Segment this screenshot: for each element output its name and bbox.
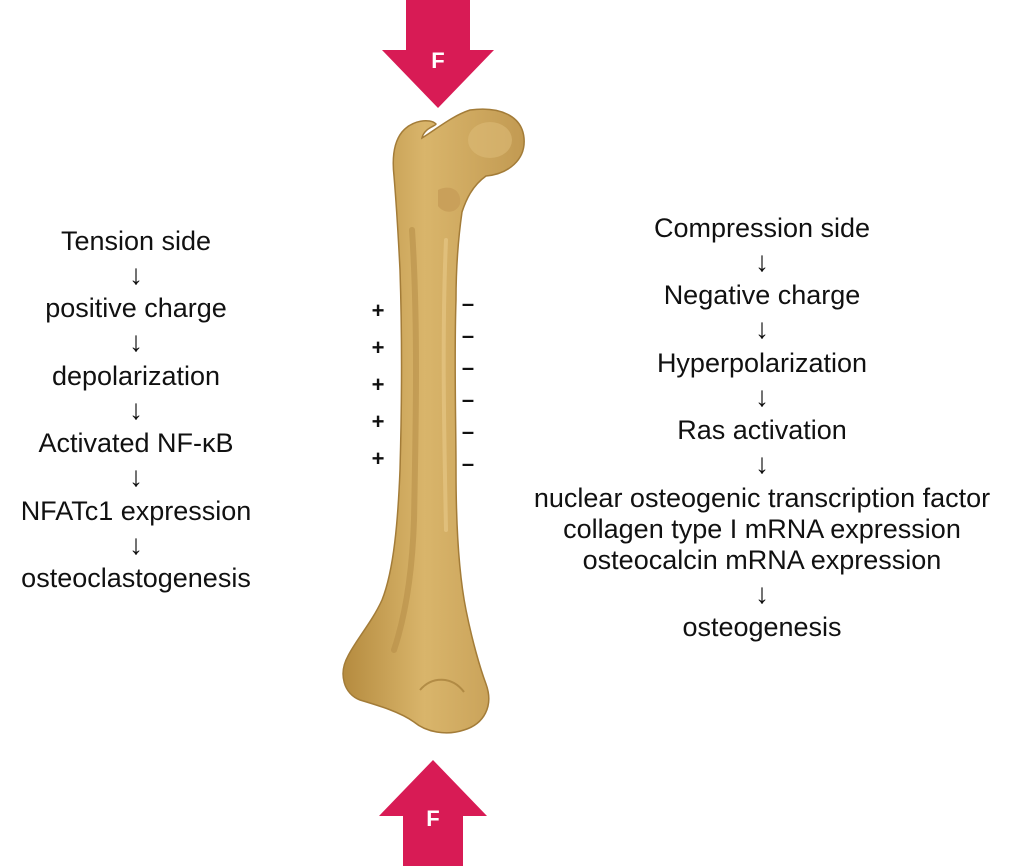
femur-bone	[342, 108, 525, 734]
chain-arrow: ↓	[755, 448, 769, 480]
chain-arrow: ↓	[129, 528, 143, 560]
compression-step: Ras activation	[677, 415, 847, 446]
plus-charge: +	[371, 372, 385, 397]
compression-step: osteogenesis	[682, 612, 842, 643]
compression-step: collagen type I mRNA expression	[563, 513, 961, 544]
compression-step: Hyperpolarization	[656, 347, 868, 378]
tension-step: depolarization	[51, 360, 221, 391]
plus-charge: +	[371, 409, 385, 434]
compression-step: osteocalcin mRNA expression	[582, 544, 942, 575]
compression-step: Compression side	[653, 213, 871, 243]
minus-charge: –	[461, 355, 475, 380]
tension-step: Tension side	[60, 226, 212, 256]
tension-step: NFATc1 expression	[20, 495, 252, 526]
positive-charges: + + + + +	[366, 292, 390, 477]
minus-charge: –	[461, 387, 475, 412]
tension-step: osteoclastogenesis	[21, 563, 251, 594]
top-force-label: F	[431, 48, 444, 73]
minus-charge: –	[461, 323, 475, 348]
negative-charges: – – – – – –	[456, 288, 480, 480]
compression-step: Negative charge	[663, 280, 861, 311]
bottom-force-arrow: F	[379, 760, 487, 866]
bottom-force-label: F	[426, 806, 439, 831]
minus-charge: –	[461, 451, 475, 476]
chain-arrow: ↓	[129, 259, 143, 291]
chain-arrow: ↓	[755, 577, 769, 609]
compression-step: nuclear osteogenic transcription factor	[533, 482, 991, 513]
minus-charge: –	[461, 291, 475, 316]
chain-arrow: ↓	[129, 326, 143, 358]
chain-arrow: ↓	[755, 313, 769, 345]
chain-arrow: ↓	[129, 461, 143, 493]
tension-side-chain: Tension side↓positive charge↓depolarizat…	[0, 226, 272, 594]
chain-arrow: ↓	[755, 246, 769, 278]
minus-charge: –	[461, 419, 475, 444]
compression-side-chain: Compression side↓Negative charge↓Hyperpo…	[500, 213, 1024, 643]
plus-charge: +	[371, 298, 385, 323]
tension-step: positive charge	[45, 293, 227, 324]
chain-arrow: ↓	[129, 393, 143, 425]
tension-step: Activated NF-κB	[38, 428, 234, 459]
plus-charge: +	[371, 335, 385, 360]
top-force-arrow: F	[382, 0, 494, 108]
chain-arrow: ↓	[755, 380, 769, 412]
plus-charge: +	[371, 446, 385, 471]
